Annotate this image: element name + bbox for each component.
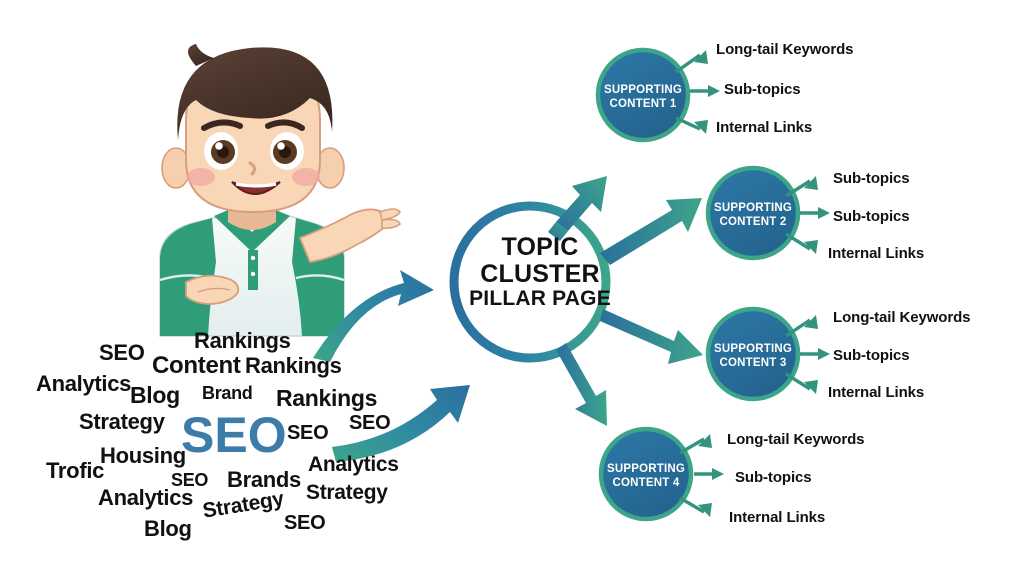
leaf-node-4-2[interactable]: Internal Links [729,509,826,526]
leaf-node-3-2[interactable]: Internal Links [828,384,925,401]
leaf-node-4-0[interactable]: Long-tail Keywords [727,431,865,448]
hub-arrow-to-node-1 [548,176,607,241]
feeder-arrow-top [313,270,434,362]
hub-arrow-to-node-4 [556,343,607,426]
node-circle-supporting-content-3[interactable] [705,306,801,402]
feeder-arrow-bottom [332,385,470,462]
leaf-node-4-1[interactable]: Sub-topics [735,469,812,486]
node-circle-supporting-content-1[interactable] [595,47,691,143]
leaf-node-1-1[interactable]: Sub-topics [724,81,801,98]
boy-character-illustration [159,44,401,337]
leaf-node-2-2[interactable]: Internal Links [828,245,925,262]
pillar-page-hub-circle[interactable] [449,201,611,363]
leaf-node-1-0[interactable]: Long-tail Keywords [716,41,854,58]
leaf-arrowheads [694,50,830,517]
hub-arrow-to-node-3 [600,309,703,364]
leaf-node-2-0[interactable]: Sub-topics [833,170,910,187]
leaf-node-2-1[interactable]: Sub-topics [833,208,910,225]
leaf-connector-arrows [675,53,822,514]
node-circle-supporting-content-2[interactable] [705,165,801,261]
hub-arrow-to-node-2 [600,198,702,265]
leaf-node-3-1[interactable]: Sub-topics [833,347,910,364]
node-circle-supporting-content-4[interactable] [598,426,694,522]
leaf-node-1-2[interactable]: Internal Links [716,119,813,136]
leaf-node-3-0[interactable]: Long-tail Keywords [833,309,971,326]
